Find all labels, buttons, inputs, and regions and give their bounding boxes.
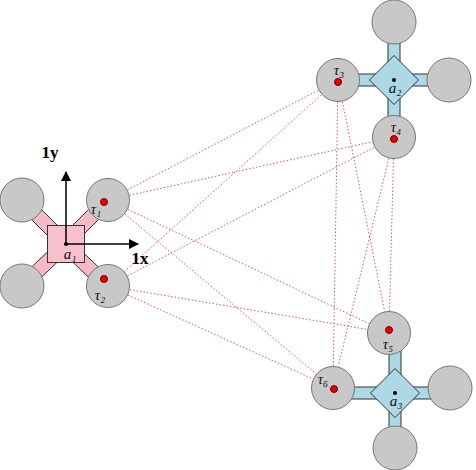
axis-label: 1y [42, 144, 59, 161]
point-label: τ₃ [334, 63, 345, 78]
contact-point [390, 135, 398, 143]
point-label: τ₆ [318, 372, 329, 387]
axis-arrow [66, 243, 138, 245]
agent-label: a₃ [390, 394, 403, 409]
point-label: τ₄ [391, 120, 402, 135]
visibility-line [390, 159, 394, 311]
point-label: τ₂ [95, 288, 106, 303]
rotor [0, 178, 44, 222]
rotor-node: τ₄ [372, 115, 416, 159]
robot-body: a₃ [370, 368, 420, 418]
rotor [373, 426, 417, 470]
robot-body: a₁ [47, 225, 85, 263]
contact-point [334, 78, 342, 86]
contact-point [330, 385, 338, 393]
rotor [428, 366, 472, 410]
rotor-node: τ₁ [86, 178, 130, 222]
visibility-line [333, 102, 337, 366]
visibility-line [128, 295, 313, 379]
robot-body: a₂ [369, 55, 419, 105]
rotor [0, 264, 44, 308]
agent-label: a₁ [64, 247, 77, 262]
rotor-node: τ₆ [311, 366, 355, 410]
rotor [372, 0, 416, 44]
contact-point [100, 275, 108, 283]
rotor [427, 58, 471, 102]
axis-arrow [65, 172, 67, 244]
rotor-node: τ₅ [367, 311, 411, 355]
agent-label: a₂ [389, 81, 402, 96]
visibility-line [124, 95, 321, 272]
body-diamond [371, 369, 420, 418]
body-diamond [370, 56, 419, 105]
point-label: τ₅ [383, 337, 394, 352]
contact-point [385, 326, 393, 334]
rotor-node: τ₃ [316, 58, 360, 102]
visibility-line [128, 209, 369, 323]
visibility-line [128, 147, 375, 276]
axis-label: 1x [132, 250, 149, 267]
point-label: τ₁ [91, 202, 102, 217]
visibility-line [130, 290, 368, 330]
rotor-node: τ₂ [86, 264, 130, 308]
visibility-line [125, 214, 316, 374]
